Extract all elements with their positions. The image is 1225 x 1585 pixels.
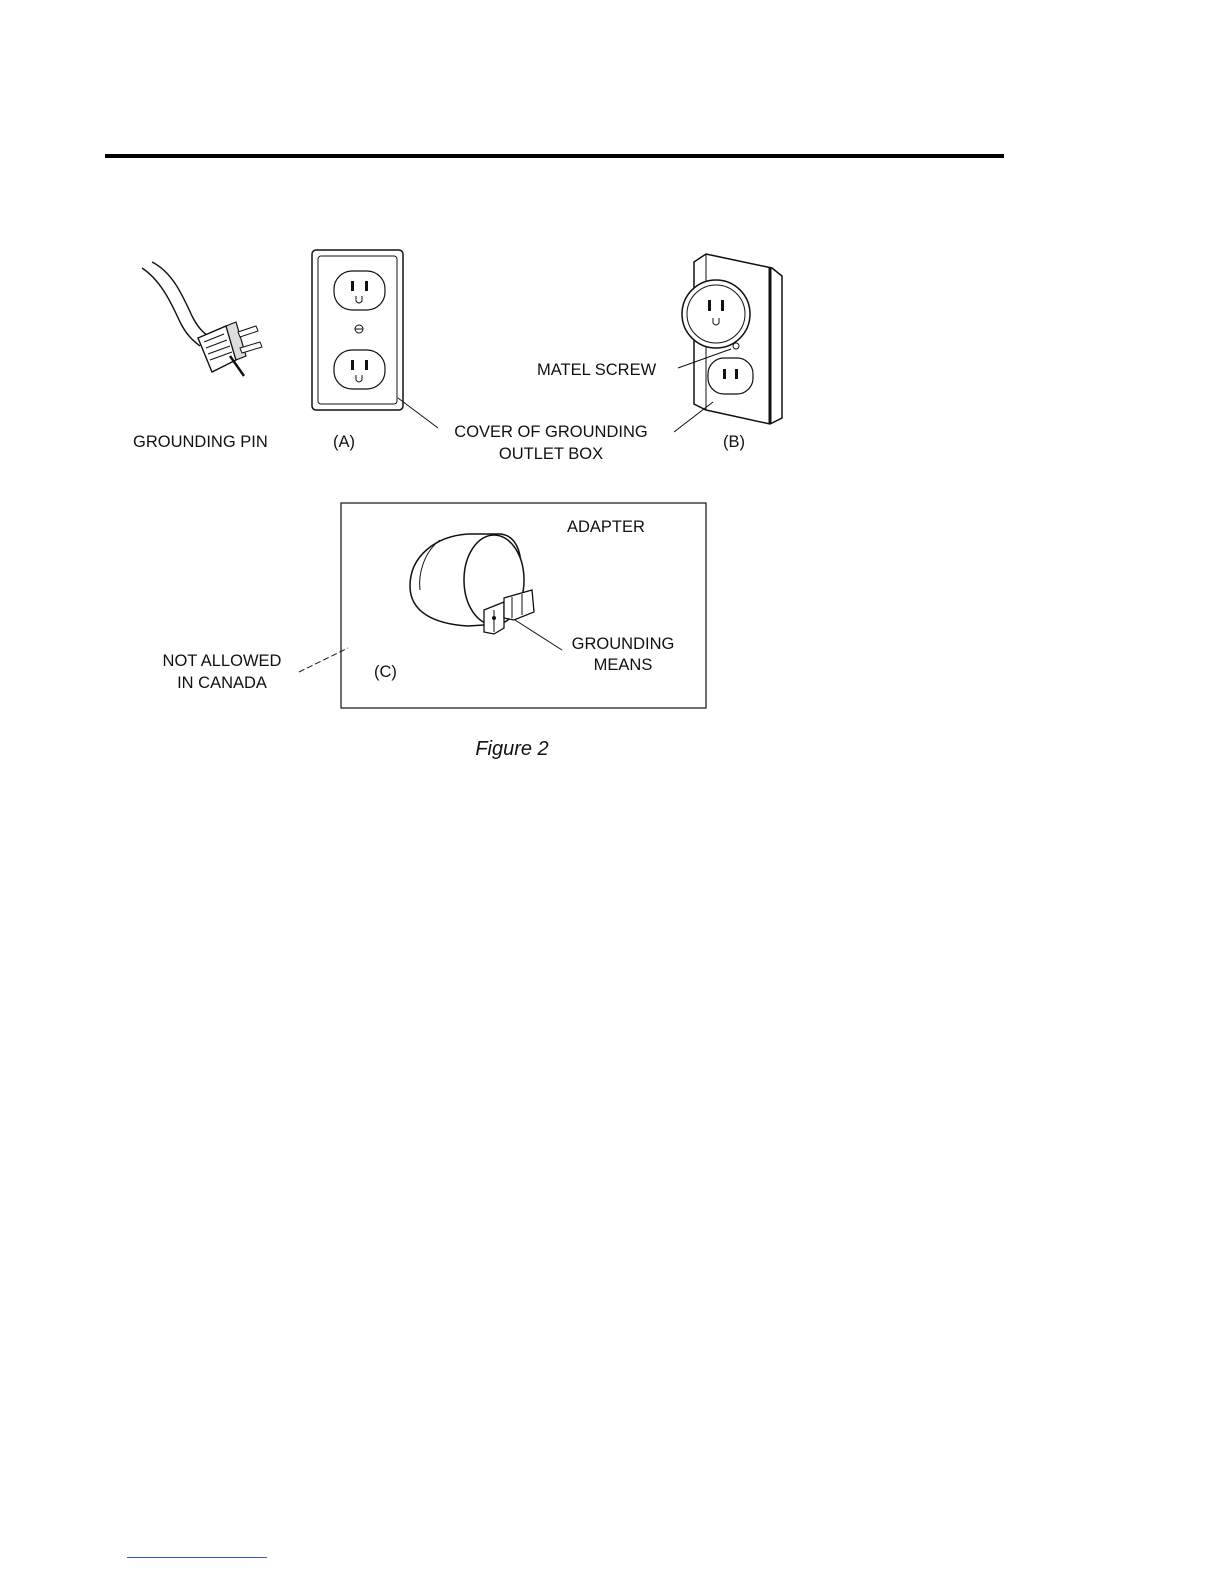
outlet-cover-a — [312, 250, 403, 410]
leader-cover-b — [674, 402, 713, 432]
not-allowed-line2: IN CANADA — [177, 674, 267, 692]
leader-cover-a — [398, 398, 438, 428]
panel-c-label: (C) — [374, 663, 397, 681]
outlet-with-adapter-b — [682, 254, 782, 424]
figure-caption: Figure 2 — [475, 738, 548, 760]
grounding-pin-label: GROUNDING PIN — [133, 433, 268, 451]
cover-label-line1: COVER OF GROUNDING — [454, 423, 647, 441]
grounding-means-line1: GROUNDING — [572, 635, 675, 653]
not-allowed-line1: NOT ALLOWED — [163, 652, 282, 670]
adapter-label: ADAPTER — [567, 518, 645, 536]
panel-a-label: (A) — [333, 433, 355, 451]
grounding-plug-illustration — [142, 262, 262, 376]
grounding-means-line2: MEANS — [594, 656, 653, 674]
grounding-figure: GROUNDING PIN (A) COVER OF GROUNDING OUT… — [0, 0, 1225, 800]
cover-label-line2: OUTLET BOX — [499, 445, 603, 463]
footer-rule — [127, 1557, 267, 1558]
matel-screw-label: MATEL SCREW — [537, 361, 657, 379]
panel-b-label: (B) — [723, 433, 745, 451]
